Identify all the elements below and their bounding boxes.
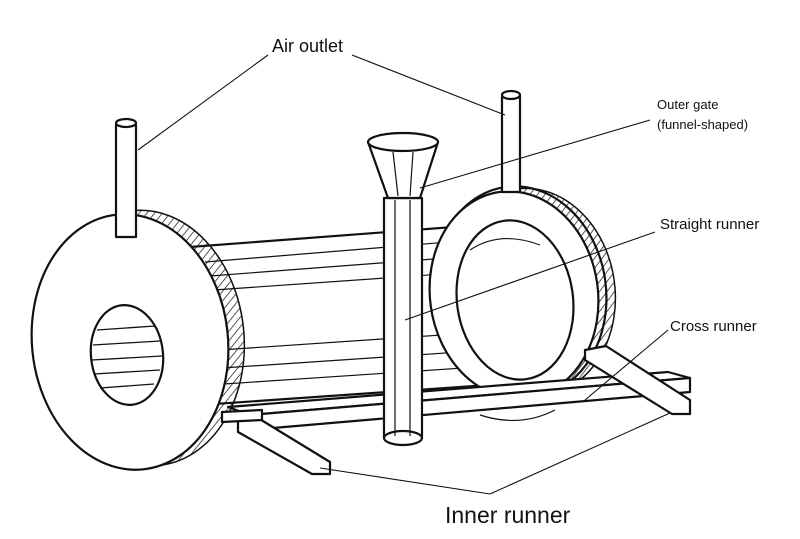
- cross-runner-frame: [220, 344, 692, 476]
- right-ring: [428, 185, 617, 400]
- leader-lines: [137, 54, 671, 495]
- label-air-outlet: Air outlet: [272, 36, 344, 56]
- label-cross-runner: Cross runner: [670, 318, 757, 335]
- label-outer-gate-note: (funnel-shaped): [657, 117, 749, 132]
- air-outlet-pipes: [114, 89, 522, 239]
- label-inner-runner: Inner runner: [445, 502, 571, 528]
- sprue-assembly: [366, 131, 440, 447]
- left-ring: [30, 209, 246, 471]
- label-outer-gate: Outer gate: [657, 97, 719, 112]
- label-straight-runner: Straight runner: [660, 216, 760, 233]
